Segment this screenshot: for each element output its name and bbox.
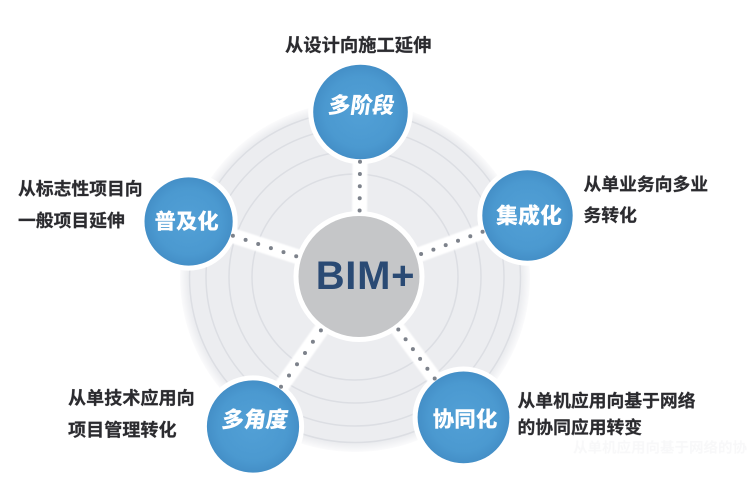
svg-text:BIM+: BIM+ [316, 254, 415, 298]
